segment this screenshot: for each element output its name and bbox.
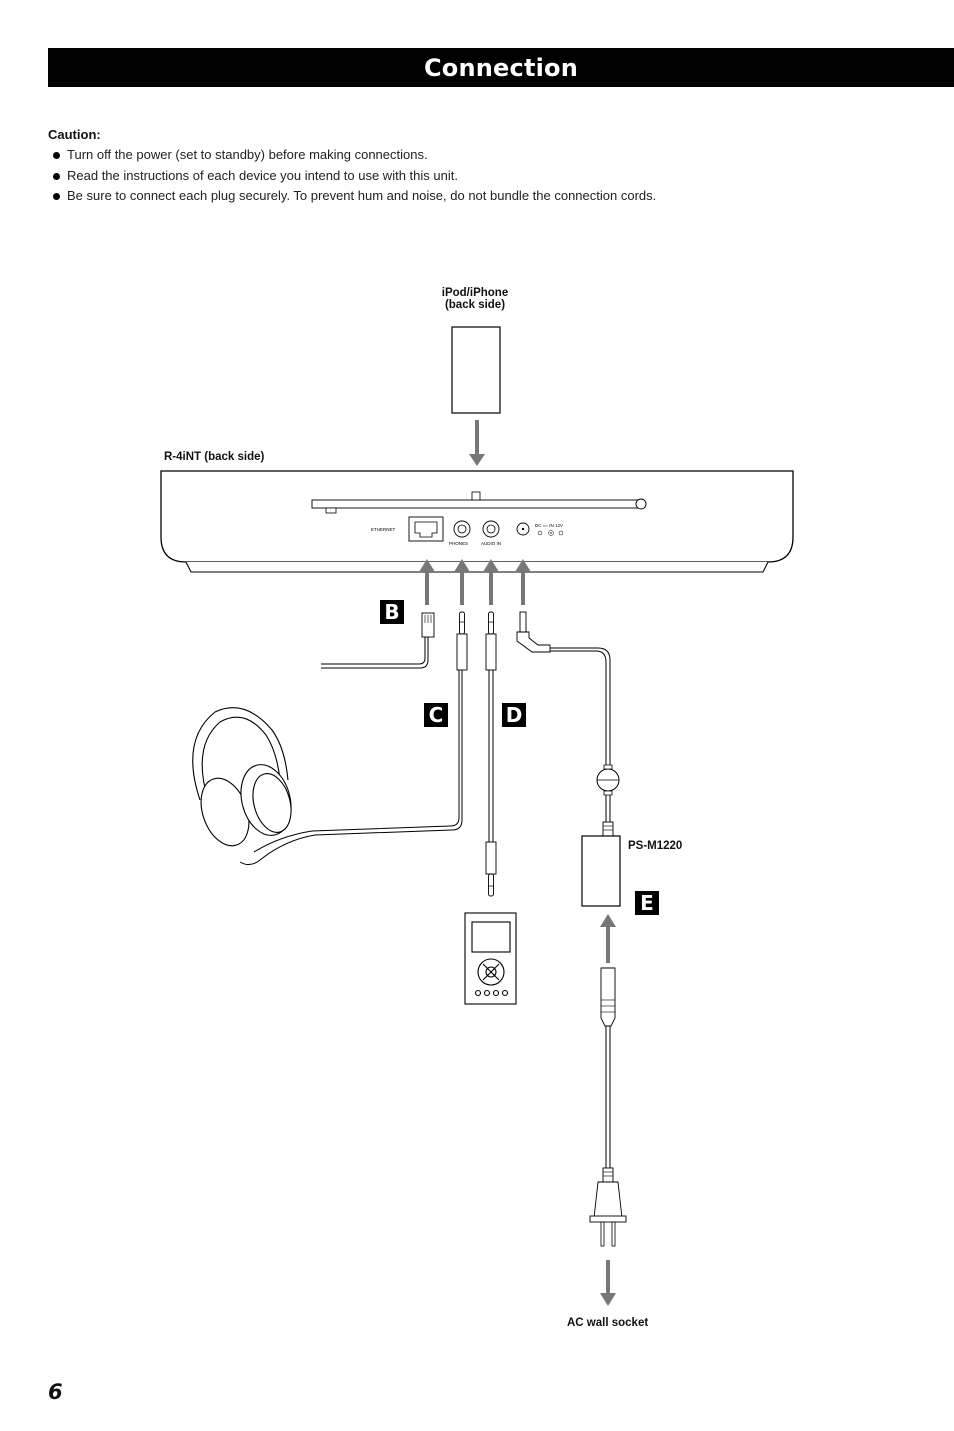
ethernet-port-label: ETHERNET [371,527,396,532]
badge-d: D [502,703,526,727]
power-adapter-icon [581,835,621,907]
caution-heading: Caution: [48,127,101,142]
arrow-up-icon [515,559,531,605]
audio-cable-icon [485,611,497,897]
badge-b: B [380,600,404,624]
adapter-label: PS-M1220 [628,840,683,852]
bullet-icon [53,193,60,200]
caution-list: Turn off the power (set to standby) befo… [48,145,928,207]
caution-item: Be sure to connect each plug securely. T… [48,186,928,207]
audio-in-port-label: AUDIO IN [481,541,501,546]
phones-plug-icon [239,611,468,866]
bullet-icon [53,152,60,159]
phones-port-label: PHONES [449,541,468,546]
ipod-label: iPod/iPhone (back side) [441,287,509,311]
dc-plug-icon [516,611,620,837]
portable-player-icon [464,912,517,1005]
arrow-down-icon [469,420,485,466]
arrow-up-icon [600,914,616,963]
arrow-up-icon [483,559,499,605]
ethernet-plug-icon [321,612,435,669]
dc-in-port-label: DC == IN 12V [535,523,563,528]
page-title: Connection [423,53,579,82]
bullet-icon [53,172,60,180]
page-number: 6 [48,1380,63,1404]
unit-back-panel-icon [160,470,794,573]
arrow-up-icon [419,559,435,605]
dc-polarity-icon [537,530,564,536]
badge-c: C [424,703,448,727]
title-bar: Connection [48,48,954,87]
caution-item: Read the instructions of each device you… [48,166,928,187]
arrow-up-icon [454,559,470,605]
iphone-icon [451,326,501,414]
badge-e: E [635,891,659,915]
arrow-down-icon [600,1260,616,1306]
headphones-icon [192,707,292,847]
socket-label: AC wall socket [567,1317,649,1329]
caution-item: Turn off the power (set to standby) befo… [48,145,928,166]
unit-label: R-4iNT (back side) [164,451,265,463]
ac-cord-icon [589,967,627,1247]
caution-section: Caution: Turn off the power (set to stan… [48,127,928,207]
